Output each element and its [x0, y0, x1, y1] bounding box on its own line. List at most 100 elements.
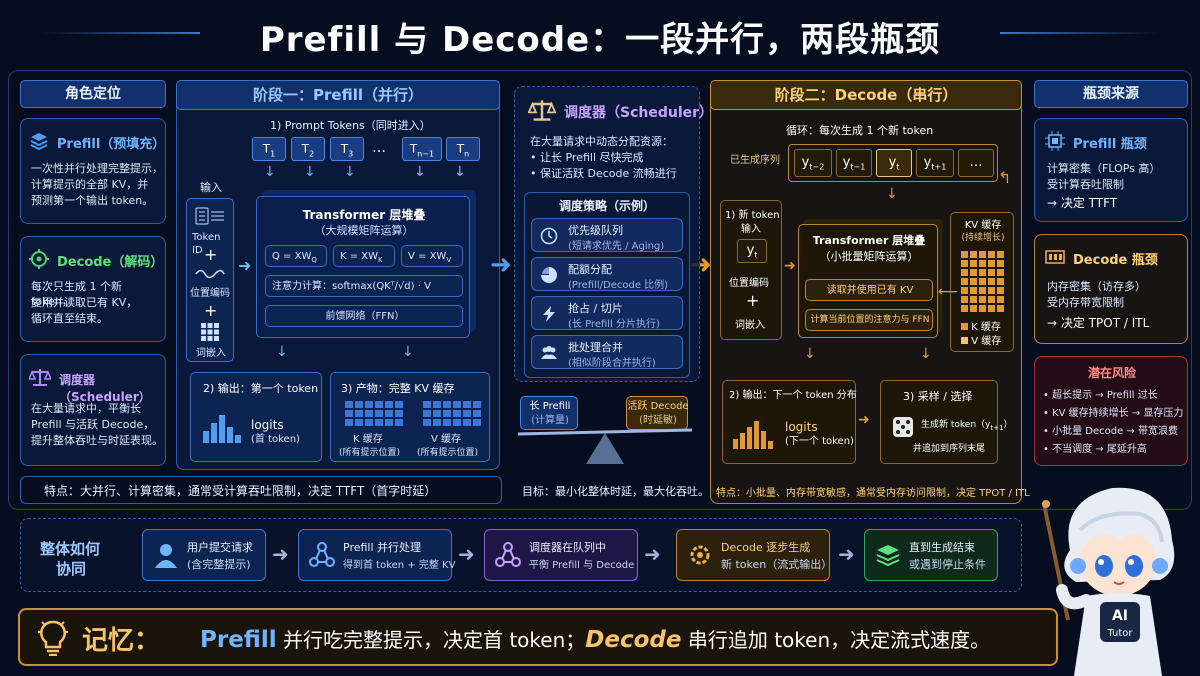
decode-kv-title: KV 缓存: [964, 220, 1002, 231]
attention-formula-box: 注意力计算：softmax(QKᵀ/√d) · V: [265, 275, 463, 297]
memory-text: Prefill 并行吃完整提示，决定首 token；Decode 串行追加 to…: [200, 624, 990, 653]
stage2-transformer-sub: （小批量矩阵运算）: [819, 250, 919, 263]
decode-kv-cache-box: KV 缓存 (持续增长) K 缓存 V 缓存: [950, 212, 1014, 352]
decode-embedding-label: 词嵌入: [735, 320, 765, 331]
generated-seq-label: 已生成序列: [730, 155, 780, 166]
gear-icon: [690, 545, 710, 565]
decode-loop-label: 循环：每次生成 1 个新 token: [786, 124, 934, 137]
stage1-header: 阶段一：Prefill（并行）: [176, 80, 500, 110]
strategy-batching-title: 批处理合并: [568, 341, 623, 354]
lightning-icon: [543, 306, 555, 322]
input-to-transformer-arrow: ➜: [238, 256, 252, 275]
new-token-to-transformer-arrow: ➜: [784, 258, 796, 274]
role-decode-title: Decode（解码）: [57, 255, 164, 270]
group-icon: [541, 346, 557, 359]
read-kv-label: 读取并使用已有 KV: [826, 285, 914, 296]
k-projection-box: K = XWK: [333, 245, 395, 267]
seq-token-ellipsis: …: [958, 149, 994, 177]
position-encoding-label: 位置编码: [190, 288, 230, 299]
scheduler-desc: 在大量请求中动态分配资源：: [530, 135, 673, 148]
first-token-sub: (首 token): [251, 434, 300, 445]
prefill-bottleneck-title: Prefill 瓶颈: [1073, 137, 1147, 152]
dist-to-sample-arrow: ➜: [858, 412, 870, 428]
memory-prefill: Prefill: [200, 627, 277, 653]
long-prefill-sub: (计算量): [531, 415, 569, 426]
append-label: 并追加到序列末尾: [913, 444, 986, 454]
flow-step-2: Prefill 并行处理 得到首 token + 完整 KV: [298, 529, 455, 581]
role-prefill-card: Prefill（预填充） 一次性并行处理完整提示， 计算提示的全部 KV，并 预…: [20, 118, 166, 224]
risk-card: 潜在风险 • 超长提示 → Prefill 过长 • KV 缓存持续增长 → 显…: [1034, 356, 1188, 466]
v-projection-box: V = XWV: [401, 245, 463, 267]
document-icon: [195, 207, 224, 225]
prefill-bottleneck-line2: 受计算吞吐限制: [1047, 178, 1124, 191]
q-projection-box: Q = XWQ: [265, 245, 327, 267]
stage1-feature: 特点：大并行、计算密集，通常受计算吞吐限制，决定 TTFT（首字时延）: [44, 484, 437, 498]
right-header: 瓶颈来源: [1034, 80, 1188, 108]
pie-chart-icon: [541, 267, 557, 283]
decode-bottleneck-card: Decode 瓶颈 内存密集（访存多） 受内存带宽限制 → 决定 TPOT / …: [1034, 234, 1188, 344]
next-token-sub: (下一个 token): [785, 436, 854, 447]
balance-scale-icon: [528, 100, 556, 121]
strategy-priority-title: 优先级队列: [568, 224, 623, 237]
strategy-batching-sub: (相似阶段合并执行): [568, 358, 656, 369]
decode-transformer-to-output-arrow-1: ↓: [804, 346, 816, 362]
stage2-transformer-title: Transformer 层堆叠: [812, 234, 926, 247]
flow-step-1: 用户提交请求 (含完整提示): [142, 529, 266, 581]
long-prefill-tag: 长 Prefill (计算量): [520, 396, 578, 430]
new-token-yt: yt: [737, 239, 767, 263]
risk-line2: • KV 缓存持续增长 → 显存压力: [1043, 408, 1184, 419]
decode-bottleneck-line3: → 决定 TPOT / ITL: [1047, 316, 1150, 330]
wave-icon: [195, 269, 225, 279]
chip-icon: [1045, 131, 1065, 151]
left-header: 角色定位: [20, 80, 166, 108]
seq-token-t: yt: [876, 149, 912, 177]
next-token-dist-title: 2) 输出：下一个 token 分布: [729, 390, 857, 401]
role-decode-line1: 每次只生成 1 个新 token，: [31, 280, 122, 308]
title-decor-left: [40, 32, 200, 34]
prompt-token-n-1: Tn−1: [402, 137, 442, 161]
token-id-label: Token ID: [192, 232, 221, 256]
role-decode-line2: 复用并读取已有 KV，: [31, 296, 138, 309]
memory-bar: [18, 608, 1058, 666]
main-frame: [8, 70, 1192, 510]
prompt-token-2: T2: [291, 137, 325, 161]
flow-step-5-sub: 或遇到停止条件: [909, 558, 986, 571]
embedding-grid-icon: [201, 323, 219, 341]
v-cache-sub: (所有提示位置): [417, 448, 479, 458]
kv-to-transformer-arrow: ⟵: [938, 284, 959, 300]
strategy-quota-sub: (Prefill/Decode 比例): [568, 280, 669, 291]
strategy-batching: 批处理合并 (相似阶段合并执行): [531, 335, 683, 369]
prefill-bottleneck-line3: → 决定 TTFT: [1047, 196, 1118, 210]
transformer-to-output-arrow-1: ↓: [276, 344, 288, 360]
decode-bottleneck-line1: 内存密集（访存多）: [1047, 280, 1146, 293]
role-decode-card: Decode（解码） 每次只生成 1 个新 token， 复用并读取已有 KV，…: [20, 236, 166, 342]
role-scheduler-line1: 在大量请求中，平衡长: [31, 402, 141, 415]
role-decode-line3: 循环直至结束。: [31, 312, 108, 325]
decode-bottleneck-title: Decode 瓶颈: [1073, 253, 1158, 268]
prompt-token-1: T1: [252, 137, 286, 161]
memory-label: 记忆：: [82, 626, 161, 656]
stage2-feature: 特点：小批量、内存带宽敏感，通常受内存访问限制，决定 TPOT / ITL: [716, 488, 1030, 499]
first-token-output-title: 2) 输出：第一个 token: [203, 382, 319, 395]
flow-step-3-title: 调度器在队列中: [529, 541, 606, 554]
flow-step-1-title: 用户提交请求: [187, 541, 253, 554]
seq-token-t+1: yt+1: [916, 149, 954, 177]
next-token-dist-box: 2) 输出：下一个 token 分布 logits (下一个 token): [722, 380, 857, 464]
flow-arrow-4: ➜: [838, 542, 855, 566]
memory-text-1: 并行吃完整提示，决定首 token；: [276, 628, 586, 652]
seq-to-transformer-arrow: ↓: [886, 186, 898, 202]
prefill-bottleneck-line1: 计算密集（FLOPs 高）: [1047, 162, 1161, 175]
role-scheduler-title: 调度器（Scheduler）: [59, 373, 151, 404]
scheduler-bullet-2: • 保证活跃 Decode 流畅进行: [530, 167, 677, 180]
decode-transformer-to-output-arrow-2: ↓: [920, 346, 932, 362]
role-scheduler-line2: Prefill 与活跃 Decode，: [31, 418, 155, 431]
v-cache-grid: [423, 401, 481, 426]
active-decode-tag: 活跃 Decode (时延敏): [626, 396, 689, 430]
first-token-logits: logits: [251, 418, 284, 432]
generated-seq-frame: [788, 144, 998, 182]
stage1-transformer-sub: （大规模矩阵运算）: [314, 224, 414, 237]
decode-kv-sub: (持续增长): [961, 233, 1005, 243]
ffn-label: 前馈网络（FFN）: [325, 311, 405, 322]
flow-arrow-2: ➜: [458, 542, 475, 566]
prefill-bottleneck-card: Prefill 瓶颈 计算密集（FLOPs 高） 受计算吞吐限制 → 决定 TT…: [1034, 118, 1188, 222]
